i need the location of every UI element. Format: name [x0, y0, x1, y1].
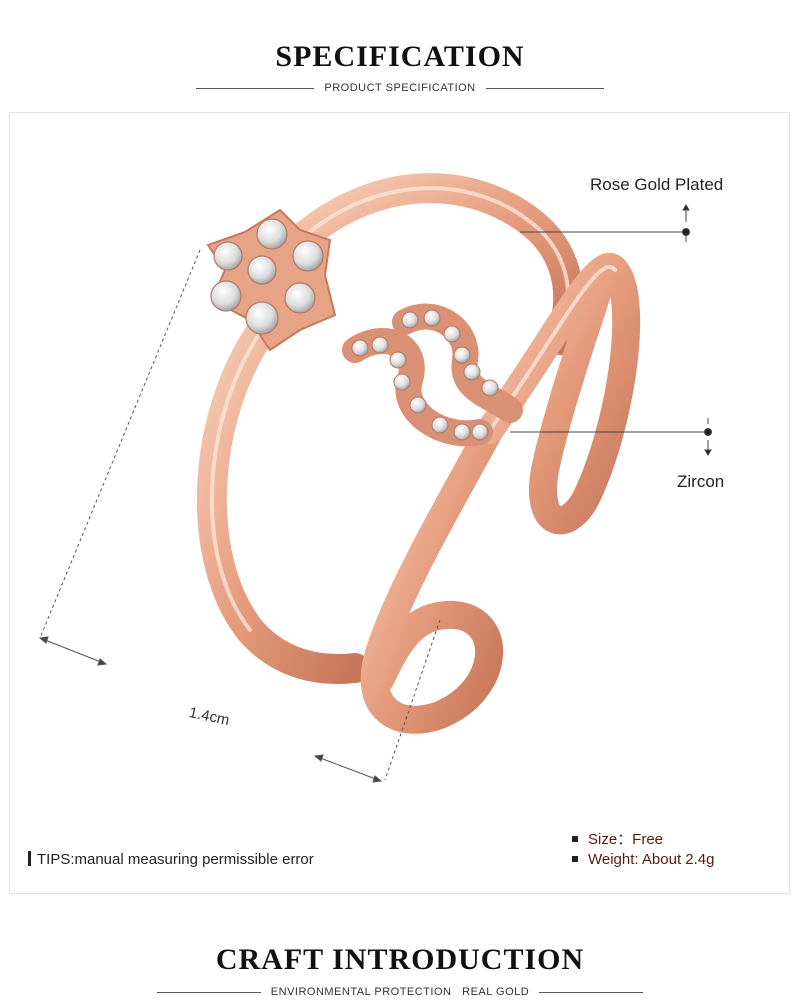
- bullet-square-icon: [572, 856, 578, 862]
- craft-title: CRAFT INTRODUCTION: [215, 943, 585, 976]
- spec-weight-text: Weight: About 2.4g: [588, 851, 715, 868]
- divider-left: [156, 991, 261, 993]
- spec-size-text: Size：Free: [588, 831, 664, 848]
- product-image-panel: [9, 112, 790, 894]
- callout-lines: [510, 204, 712, 456]
- craft-subtitle: ENVIRONMENTAL PROTECTION REAL GOLD: [0, 986, 800, 998]
- divider-right: [485, 87, 604, 89]
- zircon-stones: [351, 309, 499, 441]
- specification-subtitle: PRODUCT SPECIFICATION: [0, 82, 800, 94]
- ring-band: [196, 173, 641, 734]
- divider-right: [539, 991, 644, 993]
- tips-note: TIPS:manual measuring permissible error: [28, 851, 314, 868]
- spec-size: Size：Free: [572, 828, 663, 849]
- specification-title: SPECIFICATION: [275, 40, 525, 73]
- stone-callout: Zircon: [677, 472, 725, 491]
- flower-setting: [206, 208, 337, 352]
- tips-bar: [28, 851, 31, 866]
- measurement-guides: [38, 249, 441, 783]
- material-callout: Rose Gold Plated: [590, 175, 724, 194]
- spec-weight: Weight: About 2.4g: [572, 851, 714, 868]
- specification-subtitle-text: PRODUCT SPECIFICATION: [324, 82, 476, 95]
- divider-left: [196, 87, 315, 89]
- craft-subtitle-text: ENVIRONMENTAL PROTECTION REAL GOLD: [270, 986, 530, 999]
- tips-text: TIPS:manual measuring permissible error: [37, 851, 314, 868]
- bullet-square-icon: [572, 836, 578, 842]
